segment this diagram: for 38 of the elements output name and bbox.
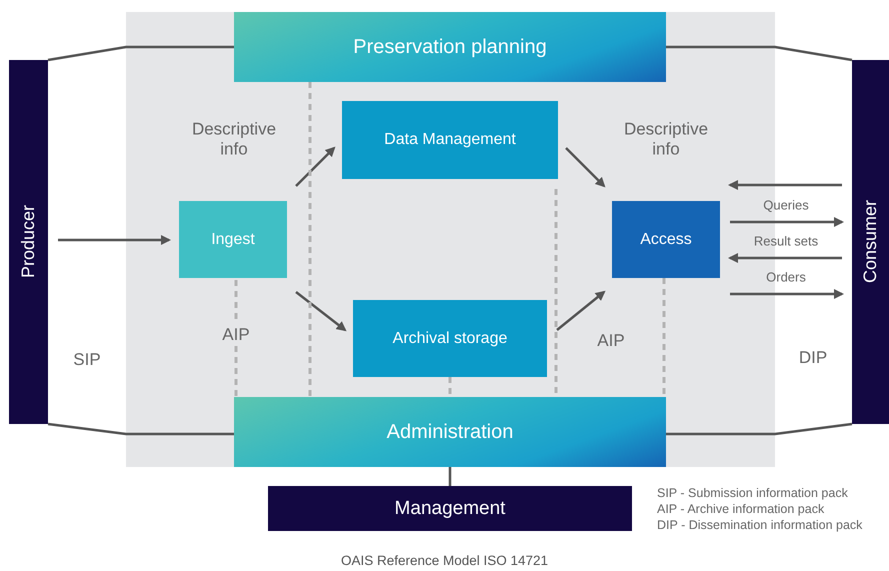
flow-label: Descriptive info (190, 120, 278, 160)
arrow (58, 235, 171, 245)
connector-line (448, 467, 452, 486)
arrow (730, 289, 844, 299)
dashed-line (662, 278, 666, 397)
process-box: Management (268, 486, 632, 531)
edge-label: Result sets (752, 232, 820, 250)
arrow (565, 147, 606, 188)
function-band: Preservation planning (234, 12, 666, 82)
dashed-line (448, 377, 452, 397)
arrow (295, 291, 347, 332)
caption: OAIS Reference Model ISO 14721 (340, 553, 550, 568)
connector-line (666, 46, 852, 62)
function-band: Administration (234, 397, 666, 467)
arrow (295, 146, 336, 187)
process-box: Ingest (179, 201, 287, 278)
edge-label: Orders (765, 268, 807, 286)
actor-bar: Producer (9, 60, 48, 424)
dashed-line (308, 82, 312, 397)
legend-note: AIP - Archive information pack (657, 502, 824, 517)
arrow (728, 253, 842, 263)
flow-label: AIP (597, 330, 625, 352)
connector-line (666, 422, 852, 436)
connector-line (48, 422, 234, 436)
legend-note: SIP - Submission information pack (657, 486, 848, 501)
arrow (730, 217, 844, 227)
arrow (556, 290, 606, 331)
arrow (728, 180, 842, 190)
legend-note: DIP - Dissemination information pack (657, 518, 862, 533)
process-box: Archival storage (353, 300, 547, 377)
flow-label: SIP (73, 350, 101, 370)
flow-label: Descriptive info (622, 120, 710, 160)
connector-line (48, 46, 234, 62)
process-box: Data Management (342, 101, 558, 179)
flow-label: DIP (798, 348, 828, 368)
process-box: Access (612, 201, 720, 278)
edge-label: Queries (762, 196, 810, 214)
actor-bar: Consumer (852, 60, 889, 424)
